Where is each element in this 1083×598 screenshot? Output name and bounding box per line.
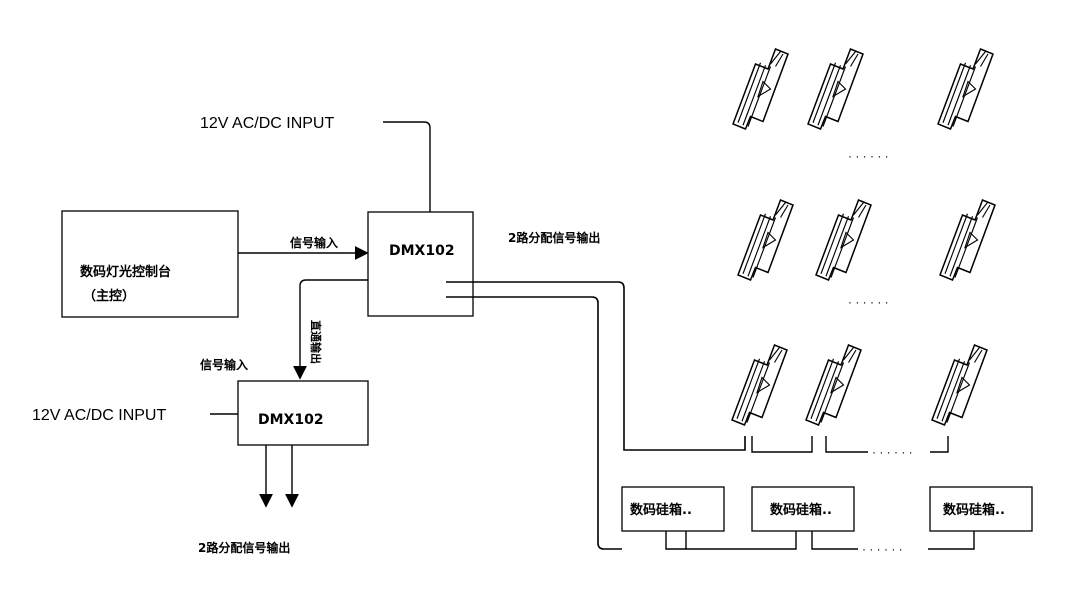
lamp-chain-wire-3 [930,436,949,453]
dimmer-chain-wire-3 [928,531,975,550]
led-wall-washer-icon [815,199,872,281]
dimmer-box-2 [751,486,855,532]
dimmer-chain-wire-1 [685,531,797,550]
row1-ellipsis: · · · · · · [848,149,889,163]
dimmer-label-2: 数码硅箱.. [770,502,832,518]
lamp-chain-wire-1 [751,436,813,453]
power-input-sub-label: 12V AC/DC INPUT [32,407,166,424]
signal-in-main-label: 信号输入 [290,235,338,250]
dimmer-label-3: 数码硅箱.. [943,502,1005,518]
dimmer-chain-wire-1a [665,531,686,550]
row2-ellipsis: · · · · · · [848,295,889,309]
output-wire-lamps [446,281,746,451]
dimmer-chain-wire-2 [811,531,858,550]
dimmer-box-1 [621,486,725,532]
led-wall-washer-icon [805,344,862,426]
power-input-main-label: 12V AC/DC INPUT [200,115,334,132]
output-wire-dimmers [446,296,622,550]
led-wall-washer-icon [732,48,789,130]
dimmer-chain-ellipsis: · · · · · · [862,542,903,556]
output-sub-label: 2路分配信号输出 [198,540,290,555]
dimmer-label-1: 数码硅箱.. [630,502,692,518]
console-sublabel: （主控） [83,288,135,304]
led-wall-washer-icon [939,199,996,281]
lamp-chain-wire-2 [825,436,868,453]
console-label: 数码灯光控制台 [80,264,171,280]
dmx-main-box [367,211,474,317]
led-wall-washer-icon [931,344,988,426]
dmx-sub-label: DMX102 [258,412,324,428]
console-box [61,210,239,318]
output-main-label: 2路分配信号输出 [508,230,600,245]
signal-in-sub-label: 信号输入 [200,357,248,372]
dimmer-box-3 [929,486,1033,532]
passthrough-label: 直通输出 [309,320,323,364]
passthrough-wire [293,279,368,380]
power-wire-main [383,121,431,212]
led-wall-washer-icon [807,48,864,130]
lamp-chain-ellipsis: · · · · · · [872,445,913,459]
led-wall-washer-icon [737,199,794,281]
led-wall-washer-icon [731,344,788,426]
dmx-sub-box [237,380,369,446]
led-wall-washer-icon [937,48,994,130]
dmx-main-label: DMX102 [389,243,455,259]
